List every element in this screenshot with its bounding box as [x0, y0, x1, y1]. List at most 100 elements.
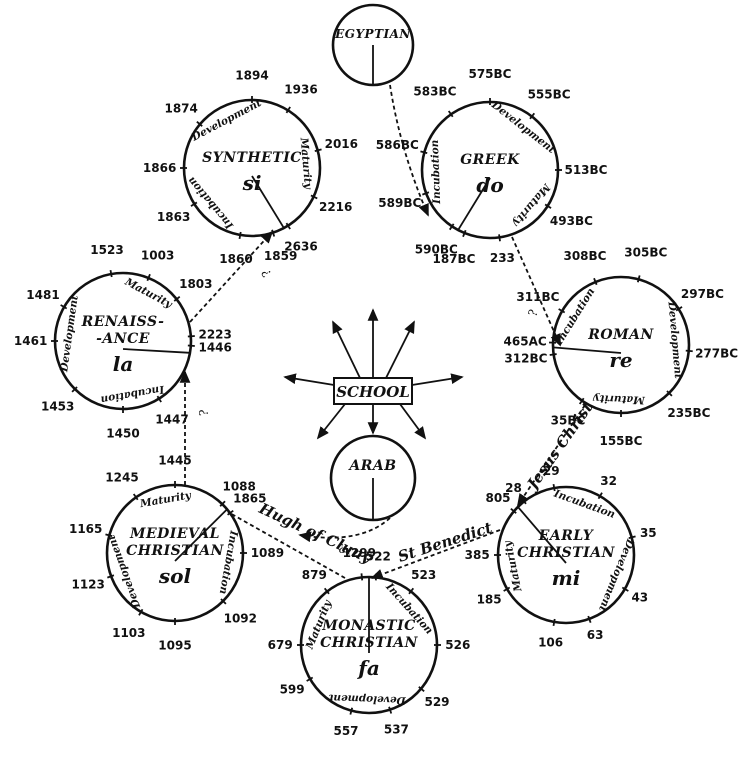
egyptian-to-greek-arrow: [389, 84, 429, 217]
date-tick: [558, 308, 566, 314]
date-label: 1860: [219, 252, 252, 266]
medieval-christian-circle: MEDIEVALCHRISTIANsolMaturityIncubationDe…: [69, 454, 284, 653]
date-tick: [306, 676, 314, 682]
date-tick: [510, 508, 517, 514]
date-tick: [196, 121, 203, 127]
date-label: 2223: [198, 328, 231, 342]
date-label: 385: [465, 548, 490, 562]
date-tick: [109, 269, 113, 278]
date-tick: [529, 112, 536, 120]
date-label: 35BC: [551, 414, 586, 428]
solfege-syllable: do: [476, 173, 503, 197]
date-label: 1803: [179, 277, 212, 291]
date-tick: [374, 573, 378, 581]
date-tick: [636, 275, 641, 283]
date-tick: [105, 533, 113, 538]
civilization-name: GREEK: [460, 152, 520, 168]
date-label: 1453: [41, 399, 74, 413]
date-tick: [219, 500, 226, 507]
date-label: 1095: [158, 638, 191, 652]
civilization-name: SYNTHETIC: [202, 150, 302, 166]
phase-label: Incubation: [100, 383, 166, 406]
date-tick: [285, 222, 291, 230]
civilization-name: RENAISS-: [81, 314, 165, 330]
phase-label: Incubation: [217, 529, 240, 595]
cycle-ring: [182, 98, 322, 238]
school-arrow: [385, 320, 415, 379]
date-label: 185: [477, 592, 502, 606]
uncertain-mark: ?: [339, 541, 345, 555]
arab-circle: ARAB: [329, 434, 417, 522]
date-label: 879: [302, 568, 327, 582]
roman-to-early-christian-arrow: [516, 404, 586, 507]
civilization-name: CHRISTIAN: [126, 543, 224, 559]
cycle-pointer: [552, 346, 622, 354]
date-label: 805: [485, 491, 510, 505]
school-arrow: [283, 373, 335, 386]
school-hub: SCHOOL: [283, 308, 464, 440]
date-label: 1874: [164, 102, 197, 116]
civilization-name: MONASTIC: [321, 618, 416, 634]
date-label: 465AC: [504, 335, 547, 349]
solfege-syllable: sol: [158, 564, 192, 588]
date-label: 29: [543, 464, 560, 478]
date-tick: [447, 110, 454, 118]
date-label: 575BC: [468, 67, 511, 81]
date-label: 308BC: [563, 249, 606, 263]
cycle-pointer: [457, 177, 491, 231]
civilization-name: CHRISTIAN: [320, 635, 418, 651]
date-label: 1865: [233, 492, 266, 506]
uncertain-mark: ?: [525, 308, 540, 319]
date-label: 513BC: [564, 163, 607, 177]
date-tick: [628, 535, 636, 540]
date-label: 2016: [325, 137, 358, 151]
date-label: 43: [631, 591, 648, 605]
civilization-name: -ANCE: [96, 331, 150, 347]
date-label: 1446: [198, 340, 231, 354]
cycle-pointer: [174, 508, 228, 562]
date-tick: [156, 395, 162, 403]
date-label: 1089: [251, 546, 284, 560]
date-tick: [685, 349, 693, 353]
solfege-syllable: si: [242, 171, 262, 195]
date-label: 1299: [343, 546, 376, 560]
uncertain-mark: ?: [197, 410, 211, 416]
renaissance-to-synthetic-arrow: [189, 230, 274, 323]
date-tick: [271, 229, 276, 237]
date-tick: [462, 229, 467, 238]
date-label: 312BC: [504, 351, 547, 365]
date-tick: [552, 618, 556, 627]
date-label: 555BC: [528, 87, 571, 101]
date-tick: [107, 574, 115, 579]
date-label: 63: [587, 628, 604, 642]
school-box: [333, 377, 413, 405]
date-label: 1088: [222, 480, 255, 494]
date-label: 1447: [155, 412, 188, 426]
date-tick: [597, 492, 603, 500]
synthetic-circle: SYNTHETICsiDevelopmentMaturityIncubation…: [143, 69, 358, 266]
date-tick: [578, 397, 585, 405]
date-label: 679: [268, 638, 293, 652]
date-label: 586BC: [376, 138, 419, 152]
civilization-name: MEDIEVAL: [129, 526, 220, 542]
solfege-syllable: la: [113, 352, 134, 376]
date-label: 2636: [284, 239, 317, 253]
date-label: 32: [600, 474, 617, 488]
phase-label: Maturity: [297, 136, 314, 190]
date-label: 28: [505, 481, 522, 495]
date-tick: [666, 390, 673, 397]
date-tick: [310, 194, 318, 200]
date-label: 1523: [90, 243, 123, 257]
arab-to-medieval-arrow: [298, 517, 391, 543]
uncertain-mark: ?: [259, 267, 274, 280]
date-label: 2216: [319, 200, 352, 214]
date-tick: [227, 509, 234, 516]
date-tick: [71, 386, 78, 393]
date-tick: [498, 234, 501, 242]
date-tick: [314, 148, 322, 153]
date-tick: [190, 201, 198, 207]
date-label: 583BC: [413, 84, 456, 98]
date-tick: [238, 231, 242, 240]
